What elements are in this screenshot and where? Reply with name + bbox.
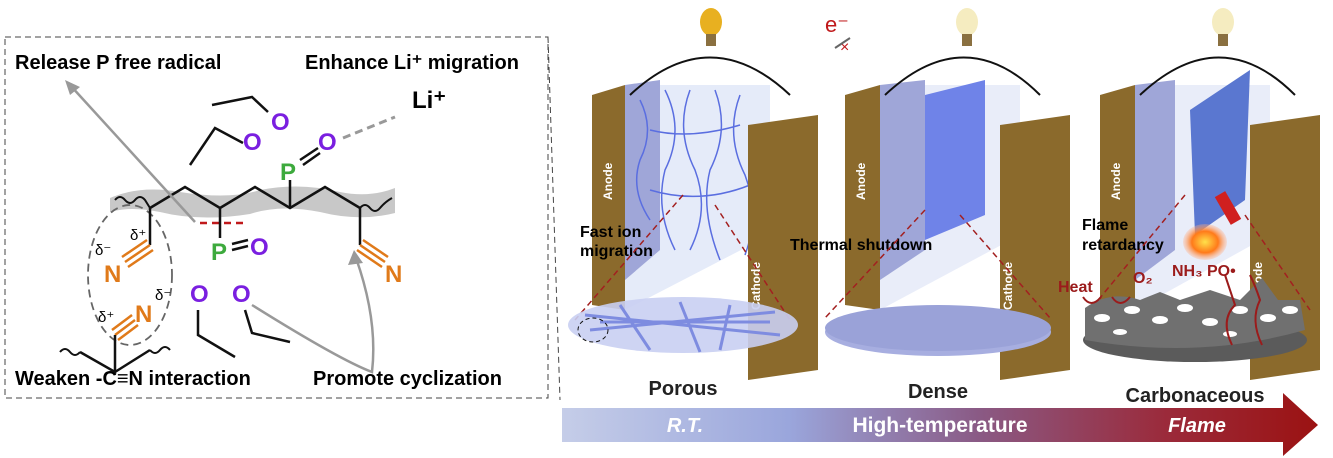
anode-electrode [845,85,880,310]
temperature-arrow [562,393,1318,456]
oxygen-atom: O [250,234,269,261]
oxygen-atom: O [190,281,209,308]
fire-extinguisher-icon [1214,191,1242,225]
delta-minus: δ⁻ [155,287,171,304]
oxygen-atom: O [318,129,337,156]
cyclization-arrow [251,257,375,374]
weaken-cn-label: Weaken -C≡N interaction [15,368,251,390]
porous-label: Porous [649,378,718,400]
stage-flame: Flame [1168,415,1226,437]
circuit-wire [884,56,1041,96]
caption-line: retardancy [1082,237,1164,254]
o2-label: O₂ [1133,270,1153,287]
carbon-pores [1094,304,1298,337]
delta-plus: δ⁺ [130,227,146,244]
blocked-mark: × [840,39,849,56]
fiber-mat [584,301,781,353]
electron-label: e⁻ [825,12,849,37]
nitrogen-atom: N [104,261,121,288]
anode-electrode [1100,85,1135,310]
caption-line: Flame [1082,217,1128,234]
delta-minus: δ⁻ [95,242,111,259]
delta-plus: δ⁺ [98,309,114,326]
zoom-guide-line [547,36,561,401]
chain-end-wavy [114,196,151,209]
dense-label: Dense [908,381,968,403]
lightbulb-on-icon [700,8,722,36]
interaction-circle [87,204,173,346]
circuit-wire [1139,56,1296,96]
highlight-circle [577,317,609,343]
caption-line: Fast ion [580,224,641,241]
cathode-label: Cathode [1001,262,1015,310]
dense-membrane [925,80,985,240]
nitrogen-atom: N [135,301,152,328]
arrow-head-icon [348,250,363,265]
lightbulb-off-icon [956,8,978,36]
li-coordination-dashes [342,115,396,140]
phosphorus-atom: P [280,159,296,186]
heat-label: Heat [1058,279,1093,296]
mechanism-panel-border [4,36,549,399]
gases-label: NH₃ PO• [1172,263,1236,280]
carbonaceous-label: Carbonaceous [1126,385,1265,407]
circuit-wire [629,56,791,96]
gas-release-arrows [1224,274,1263,346]
phosphorus-atom: P [211,239,227,266]
caption-line: Thermal shutdown [790,237,932,254]
arrow-head-icon [65,80,80,95]
nitrogen-atom: N [385,261,402,288]
caption-line: migration [580,243,653,260]
polymer-backbone [149,185,361,210]
radical-release-arrow [69,84,196,223]
enhance-li-label: Enhance Li⁺ migration [305,52,519,74]
oxygen-atom: O [243,129,262,156]
nanofiber-network [635,89,754,261]
electron-arrow [834,37,851,49]
backbone-highlight [110,186,395,218]
stage-high-temperature: High-temperature [852,414,1027,437]
carbon-surface [1085,278,1305,348]
stage-rt: R.T. [667,415,703,437]
anode-label: Anode [601,162,615,200]
anode-label: Anode [854,162,868,200]
anode-electrode [592,85,625,310]
flame-icon [1183,224,1227,260]
oxygen-atom: O [271,109,290,136]
charred-membrane [1190,70,1250,235]
promote-cyclization-label: Promote cyclization [313,368,502,390]
lithium-ion: Li⁺ [412,87,446,114]
oxygen-atom: O [232,281,251,308]
release-radical-label: Release P free radical [15,52,221,74]
cell-porous: Anode Cathode Fast ion migration [580,8,818,380]
lightbulb-off-icon [1212,8,1234,36]
zoom-guide-lines [574,194,1311,321]
chain-end-wavy [359,197,393,212]
heat-arrows [1082,296,1131,304]
anode-label: Anode [1109,162,1123,200]
